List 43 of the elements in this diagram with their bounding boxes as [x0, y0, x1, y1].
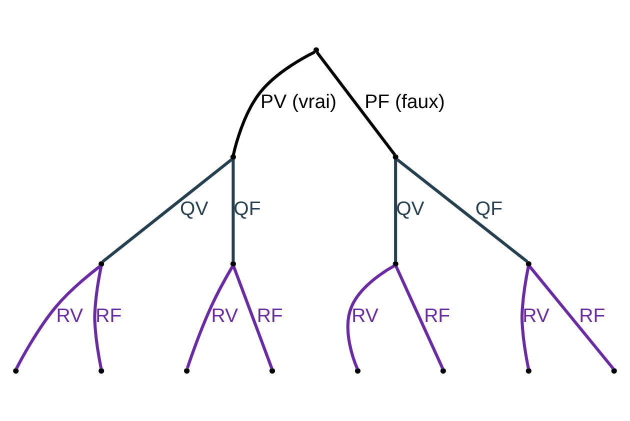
connector: [232, 266, 274, 370]
connector: [232, 50, 316, 156]
edge-label: QV: [396, 198, 424, 220]
connector: [528, 265, 614, 370]
connector: [93, 266, 103, 369]
node-point: [392, 261, 398, 267]
connector: [15, 264, 102, 370]
edge-label: RF: [424, 305, 450, 328]
connector: [186, 265, 234, 369]
node-point: [611, 368, 617, 374]
edge-label: RV: [352, 305, 378, 328]
connector: [394, 159, 398, 262]
edge-label: PV (vrai): [260, 91, 336, 114]
node-point: [269, 368, 276, 374]
edge-label: RF: [579, 305, 606, 328]
connector: [346, 264, 395, 370]
connector: [394, 266, 444, 370]
node-point: [13, 368, 19, 374]
edge-label: RF: [96, 305, 122, 328]
connector: [232, 159, 235, 262]
node-point: [184, 368, 190, 374]
edge-label: QF: [234, 198, 261, 220]
edge-label: QF: [475, 198, 503, 220]
edge-label: PF (faux): [364, 91, 445, 114]
node-point: [230, 261, 236, 267]
node-point: [440, 368, 446, 374]
connector: [316, 52, 396, 156]
node-point: [392, 154, 398, 160]
connector: [102, 158, 233, 263]
node-point: [98, 261, 104, 267]
node-point: [526, 261, 532, 267]
edge-label: RV: [56, 305, 83, 328]
connector: [520, 266, 530, 369]
node-point: [313, 47, 320, 53]
node-point: [98, 368, 104, 374]
edge-label: QV: [180, 198, 208, 220]
node-point: [354, 368, 361, 374]
edge-label: RV: [211, 305, 238, 328]
node-point: [230, 154, 236, 160]
edge-label: RF: [256, 305, 283, 328]
connector: [396, 158, 528, 263]
edge-label: RV: [522, 305, 550, 328]
node-point: [526, 368, 532, 374]
